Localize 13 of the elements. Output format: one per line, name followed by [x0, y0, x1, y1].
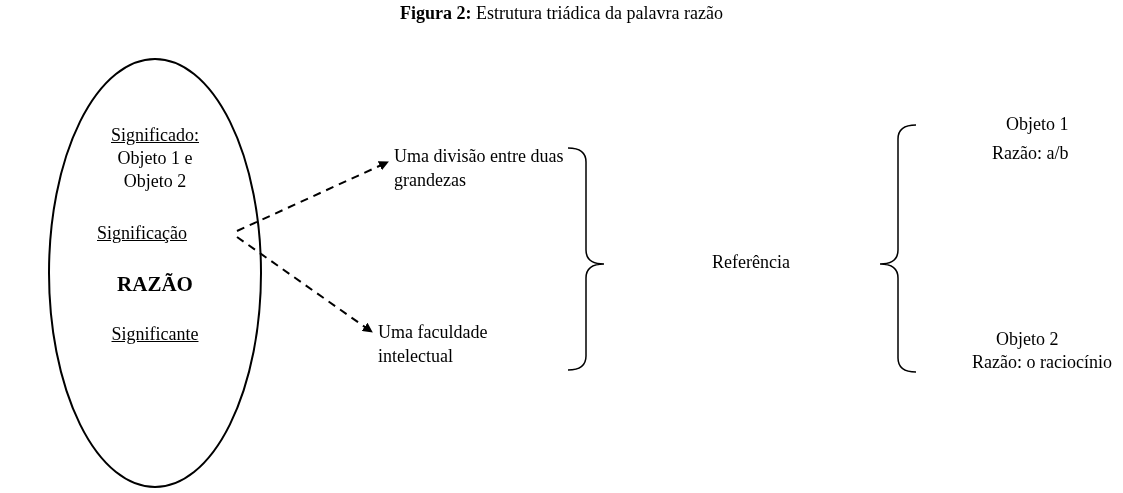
object-label: Objeto 1 [1006, 113, 1069, 136]
ratio-label: Razão: o raciocínio [972, 351, 1112, 374]
node-text: Objeto 1 e Objeto 2 [116, 147, 194, 193]
dashed-arrow [236, 161, 389, 232]
main-word: RAZÃO [116, 273, 194, 296]
figure-title: Figura 2: Estrutura triádica da palavra razão [399, 2, 724, 25]
ratio-label: Razão: a/b [992, 142, 1069, 165]
dashed-arrow [236, 236, 373, 333]
ellipse-node [48, 58, 262, 488]
object-label: Objeto 2 [996, 328, 1059, 351]
underlined-term: Significado: [110, 124, 200, 147]
underlined-term: Significante [110, 323, 200, 346]
reference-label: Referência [711, 251, 791, 274]
